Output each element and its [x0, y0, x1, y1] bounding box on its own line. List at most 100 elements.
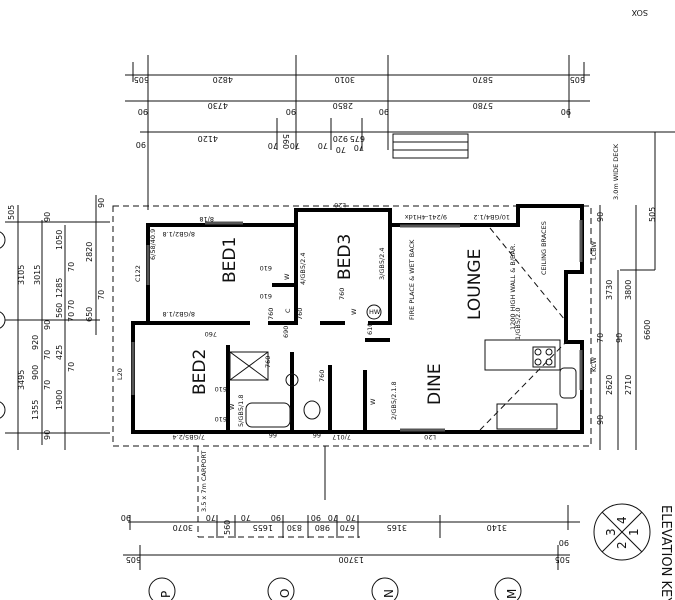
grid-marker-p: P	[159, 591, 173, 598]
dimension-label: 560	[281, 134, 290, 149]
dimension-label: 650	[85, 307, 94, 322]
dimension-label: 90	[559, 538, 569, 547]
dimension-label: 70	[67, 262, 76, 272]
dimension-label: W	[350, 308, 358, 315]
grid-marker-o: O	[278, 589, 292, 598]
dimension-label: 675	[350, 134, 365, 143]
dimension-label: 5870	[473, 75, 493, 84]
dimension-label: 560	[223, 520, 232, 535]
grid-markers: P O N M	[0, 231, 522, 600]
dimension-label: 3730	[605, 280, 614, 300]
room-bed2: BED2	[190, 349, 210, 395]
dimension-label: L20	[116, 368, 124, 380]
dimension-label: 610	[260, 264, 272, 272]
dimension-label: 690	[282, 326, 290, 338]
dimension-label: 90	[561, 107, 571, 116]
dimension-label: 90	[379, 107, 389, 116]
dimension-label: 4/GB5/2.4	[299, 253, 307, 285]
dimension-label: 760	[267, 308, 275, 320]
dimension-label: 610	[260, 292, 272, 300]
dimension-label: 7/017	[332, 433, 351, 441]
dimension-label: 90	[271, 513, 281, 522]
dimension-label: 8/18	[199, 215, 214, 223]
dimension-label: 560	[55, 303, 64, 318]
dimension-label: 70	[268, 141, 278, 150]
dimension-label: 1655	[253, 523, 273, 532]
dimension-label: 70	[290, 141, 300, 150]
dimension-label: 9/241-4H1dx	[405, 213, 447, 221]
dimension-label: 4120	[198, 134, 218, 143]
dimension-label: 8/GB2/1.8	[163, 310, 195, 318]
dimension-label: 90	[596, 212, 605, 222]
dimension-label: 1200 HIGH WALL & B/BAR.	[509, 244, 517, 330]
room-labels: BED1 BED2 BED3 LOUNGE DINE	[190, 234, 485, 405]
room-bed1: BED1	[220, 237, 240, 283]
dimension-label: 5780	[473, 101, 493, 110]
dimension-label: 760	[296, 308, 304, 320]
dimension-label: 2850	[333, 101, 353, 110]
dimension-label: 425	[55, 345, 64, 360]
dimension-label: 610	[215, 415, 227, 423]
dimension-label: 830	[287, 523, 302, 532]
corner-label: SOX	[631, 8, 648, 17]
dimension-label: 90	[138, 107, 148, 116]
dimension-label: 3165	[387, 523, 407, 532]
dimension-label: 505	[648, 207, 657, 222]
dimension-label: 980	[315, 523, 330, 532]
dimension-label: KCW	[590, 357, 598, 372]
dimension-label: HW	[369, 308, 381, 316]
dimension-label: 920	[333, 134, 348, 143]
dimension-label: 505	[570, 75, 585, 84]
dimension-label: 4730	[208, 101, 228, 110]
dimension-label: 4	[615, 516, 629, 524]
dimension-label: 70	[206, 513, 216, 522]
dimension-label: 760	[205, 330, 217, 338]
dimension-label: 610	[366, 323, 374, 335]
dimension-label: 4820	[213, 75, 233, 84]
dimension-label: FIRE PLACE & WET BACK	[408, 239, 416, 320]
dimension-label: 670	[340, 523, 355, 532]
dimension-label: 1	[627, 528, 641, 536]
dimension-label: 3	[604, 528, 618, 536]
dimension-label: 1/GB5/2.0	[514, 308, 522, 340]
grid-marker-n: N	[382, 589, 396, 598]
annotations: FIRE PLACE & WET BACK 1200 HIGH WALL & B…	[116, 201, 598, 441]
dimension-label: 2620	[605, 375, 614, 395]
dimension-label: 70	[336, 145, 346, 154]
room-bed3: BED3	[335, 234, 355, 280]
dimension-label: 70	[318, 141, 328, 150]
dimension-label: 920	[31, 335, 40, 350]
dimension-label: 900	[31, 365, 40, 380]
dimension-label: 70	[346, 513, 356, 522]
carport-note: 3.5 x 7m CARPORT	[200, 451, 208, 512]
room-dine: DINE	[425, 363, 445, 405]
deck: 3.0m WIDE DECK	[392, 132, 656, 271]
deck-note: 3.0m WIDE DECK	[612, 143, 620, 200]
dimension-label: C122	[134, 265, 142, 282]
dimension-label: 66	[313, 431, 321, 439]
dimension-label: W	[283, 273, 291, 280]
dimension-label: 505	[7, 205, 16, 220]
dimension-label: L20	[334, 201, 346, 209]
dimension-label: W	[228, 403, 236, 410]
dimension-label: 7/GB5/2.4	[173, 433, 205, 441]
dimension-label: 8/GB2/1.8	[163, 230, 195, 238]
dimension-label: 3800	[624, 280, 633, 300]
dimension-label: 90	[121, 513, 131, 522]
dimension-label: 3140	[487, 523, 507, 532]
dimension-label: 70	[43, 350, 52, 360]
dimension-label: 5/GB5/1.8	[237, 395, 245, 427]
dimension-label: 90	[615, 333, 624, 343]
dimension-label: 2820	[85, 242, 94, 262]
dimension-label: 505	[126, 555, 141, 564]
dimension-label: 70	[67, 300, 76, 310]
dimension-label: 70	[97, 290, 106, 300]
dimension-label: 70	[67, 312, 76, 322]
dimension-label: 90	[136, 140, 146, 149]
grid-marker-m: M	[505, 589, 519, 599]
right-dimensions: 90 505 3730 3800 70 90 6600 2620 2710 90	[596, 205, 657, 450]
dimension-label: 3495	[17, 370, 26, 390]
dimension-label: 3/GB5/2.4	[378, 248, 386, 280]
dimension-label: 90	[43, 212, 52, 222]
